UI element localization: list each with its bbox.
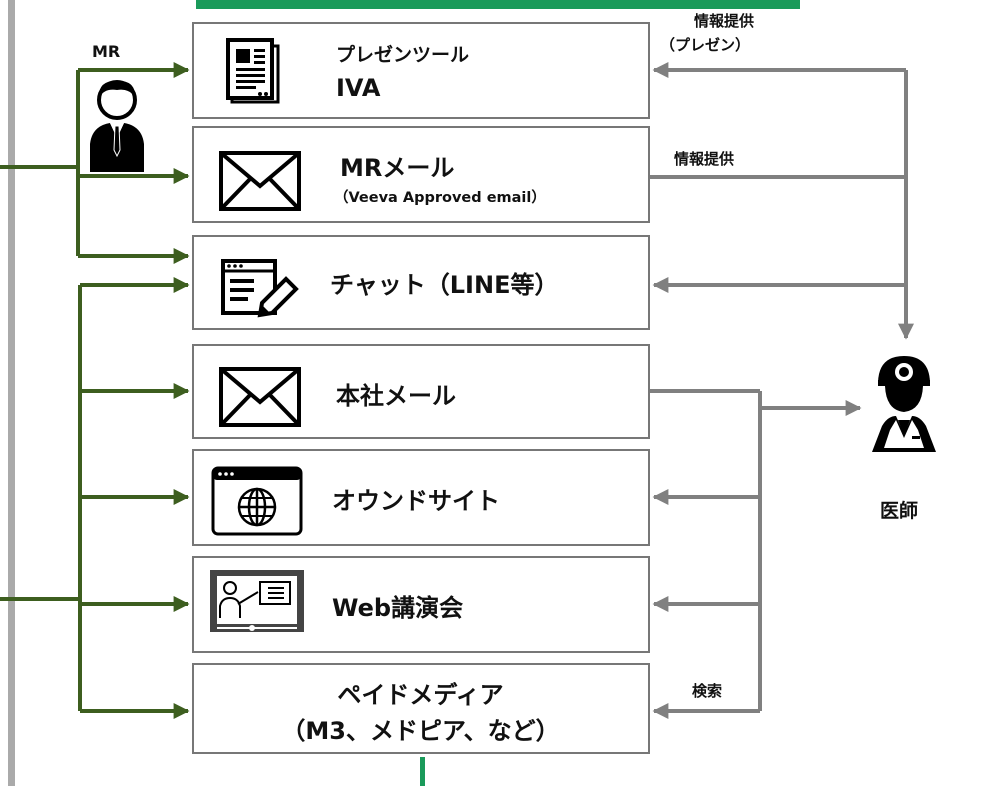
- channel-title: Web講演会: [332, 594, 464, 622]
- edge-label-info: 情報提供: [674, 150, 735, 168]
- hq-connectors: [0, 277, 190, 719]
- browser-globe-icon: [211, 466, 303, 536]
- channel-subtitle: （Veeva Approved email）: [334, 190, 546, 206]
- edge-label-info-presentation-2: （プレゼン）: [660, 36, 751, 54]
- edge-label-info-presentation-1: 情報提供: [694, 12, 755, 30]
- web-lecture-icon: [210, 570, 304, 632]
- channel-title: ペイドメディア: [337, 681, 504, 709]
- channel-box-mr-mail: MRメール （Veeva Approved email）: [192, 126, 650, 223]
- channel-title: プレゼンツール: [336, 44, 470, 66]
- channel-box-paid-media: ペイドメディア （M3、メドピア、など）: [192, 663, 650, 754]
- channel-box-owned-site: オウンドサイト: [192, 449, 650, 546]
- bottom-green-stub: [420, 757, 425, 786]
- edge-label-search: 検索: [692, 682, 723, 700]
- envelope-icon: [219, 151, 301, 211]
- businessman-icon: [90, 80, 144, 172]
- channel-title: MRメール: [340, 154, 455, 182]
- mr-label: MR: [92, 42, 121, 61]
- doctor-label: 医師: [880, 500, 919, 522]
- channel-box-presentation-tool: プレゼンツール IVA: [192, 22, 650, 119]
- chat-edit-icon: [221, 259, 299, 318]
- channel-box-chat: チャット（LINE等）: [192, 235, 650, 330]
- channel-title: チャット（LINE等）: [330, 271, 559, 299]
- channel-subtitle: （M3、メドピア、など）: [281, 717, 560, 745]
- channel-box-hq-mail: 本社メール: [192, 344, 650, 439]
- presentation-document-icon: [226, 38, 280, 104]
- channel-title: 本社メール: [336, 382, 456, 410]
- mr-connectors: [0, 62, 190, 264]
- left-gray-bar: [8, 0, 15, 786]
- top-green-bar: [196, 0, 800, 9]
- channel-title: オウンドサイト: [332, 487, 500, 515]
- envelope-icon: [219, 367, 301, 427]
- doctor-connectors: [650, 62, 914, 719]
- channel-subtitle: IVA: [336, 74, 381, 102]
- channel-box-web-lecture: Web講演会: [192, 556, 650, 653]
- doctor-icon: [872, 356, 936, 452]
